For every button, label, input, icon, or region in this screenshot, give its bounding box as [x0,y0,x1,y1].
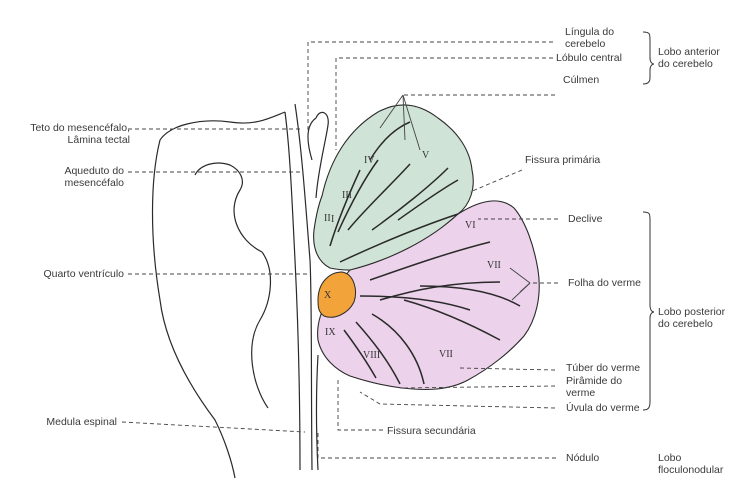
arrows [379,94,531,301]
label-piramide: Pirâmide do [566,375,623,387]
numeral-vii-b: VII [439,349,453,360]
leader-lines [121,41,558,459]
label-quarto-ventriculo: Quarto ventrículo [43,268,124,280]
label-lobo-posterior: Lobo posterior [658,306,726,318]
nodulus [317,271,356,318]
label-lobo-posterior-2: do cerebelo [658,318,713,330]
label-nodulo: Nódulo [566,452,600,464]
label-lingula-2: cerebelo [565,38,606,50]
label-aqueduto: Aqueduto do [64,165,124,177]
label-lamina: Lâmina tectal [67,134,130,146]
label-piramide-2: verme [566,387,596,399]
label-aqueduto-2: mesencéfalo [64,177,124,189]
numeral-iv: IV [364,155,375,166]
label-folha: Folha do verme [568,277,641,289]
label-medula: Medula espinal [46,416,117,428]
label-culmen: Cúlmen [563,74,600,86]
numeral-viii: VIII [363,350,380,361]
numeral-vii-a: VII [487,260,501,271]
label-fissura-primaria: Fissura primária [525,154,601,166]
numeral-ii: II [324,213,331,224]
label-declive: Declive [568,213,603,225]
lobule-numerals: I II III IV V VI VII VII VIII IX X [324,150,501,361]
brackets [642,31,655,411]
label-tuber: Túber do verme [566,362,641,374]
label-fissura-secundaria: Fissura secundária [387,425,476,437]
numeral-v: V [422,150,430,161]
numeral-i: I [331,214,334,225]
label-lobo-anterior: Lobo anterior [658,46,720,58]
label-lingula: Língula do [565,26,615,38]
numeral-ix: IX [325,327,336,338]
label-teto: Teto do mesencéfalo, [30,122,130,134]
brainstem-outline [151,103,329,479]
numeral-iii: III [342,190,352,201]
numeral-vi: VI [465,220,476,231]
label-lobulo-central: Lóbulo central [556,52,622,64]
folia-lines [329,121,521,385]
numeral-x: X [324,290,332,301]
label-lobo-flocu: Lobo [658,452,682,464]
label-lobo-flocu-2: floculonodular [658,464,724,476]
label-lobo-anterior-2: do cerebelo [658,58,713,70]
label-uvula: Úvula do verme [566,402,640,414]
